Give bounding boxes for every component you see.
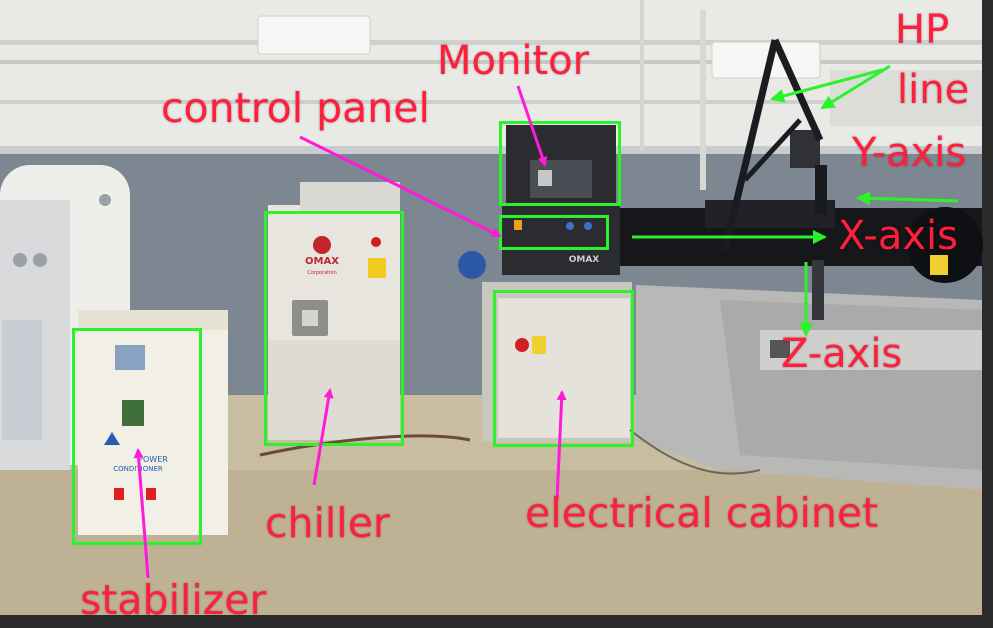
label-chiller: chiller xyxy=(265,499,390,547)
stabilizer-pointer-arrow xyxy=(133,448,150,579)
label-hp-line-bottom: line xyxy=(897,67,970,113)
label-monitor: Monitor xyxy=(437,38,590,84)
electrical-cabinet-pointer-arrow xyxy=(555,390,567,501)
electrical-cabinet-highlight-box xyxy=(493,290,634,447)
label-stabilizer: stabilizer xyxy=(80,576,267,624)
controller-brand: OMAX xyxy=(569,255,600,265)
chiller-brand: OMAX xyxy=(305,256,339,267)
control-panel-pointer-arrow xyxy=(299,135,502,238)
monitor-pointer-arrow xyxy=(516,85,548,167)
hp-line-pointer-arrow-1 xyxy=(770,68,883,103)
label-x-axis: X-axis xyxy=(838,213,958,259)
chiller-brand-sub: Corporation xyxy=(307,270,337,276)
stabilizer-brand-line1: POWER xyxy=(138,455,168,464)
label-electrical-cabinet: electrical cabinet xyxy=(525,489,879,537)
hose-reel xyxy=(458,251,486,279)
monitor-highlight-box xyxy=(499,121,621,206)
air-conditioner-1 xyxy=(257,15,371,55)
label-control-panel: control panel xyxy=(161,84,430,132)
chiller-pointer-arrow xyxy=(312,388,334,486)
label-y-axis: Y-axis xyxy=(852,130,967,176)
stabilizer-highlight-box xyxy=(72,328,202,545)
label-hp-line-top: HP xyxy=(895,7,950,53)
chiller-highlight-box xyxy=(264,211,404,446)
hp-line-pointer-arrow-2 xyxy=(820,64,891,110)
label-z-axis: Z-axis xyxy=(781,331,903,377)
y-axis-pointer-arrow xyxy=(856,191,959,206)
